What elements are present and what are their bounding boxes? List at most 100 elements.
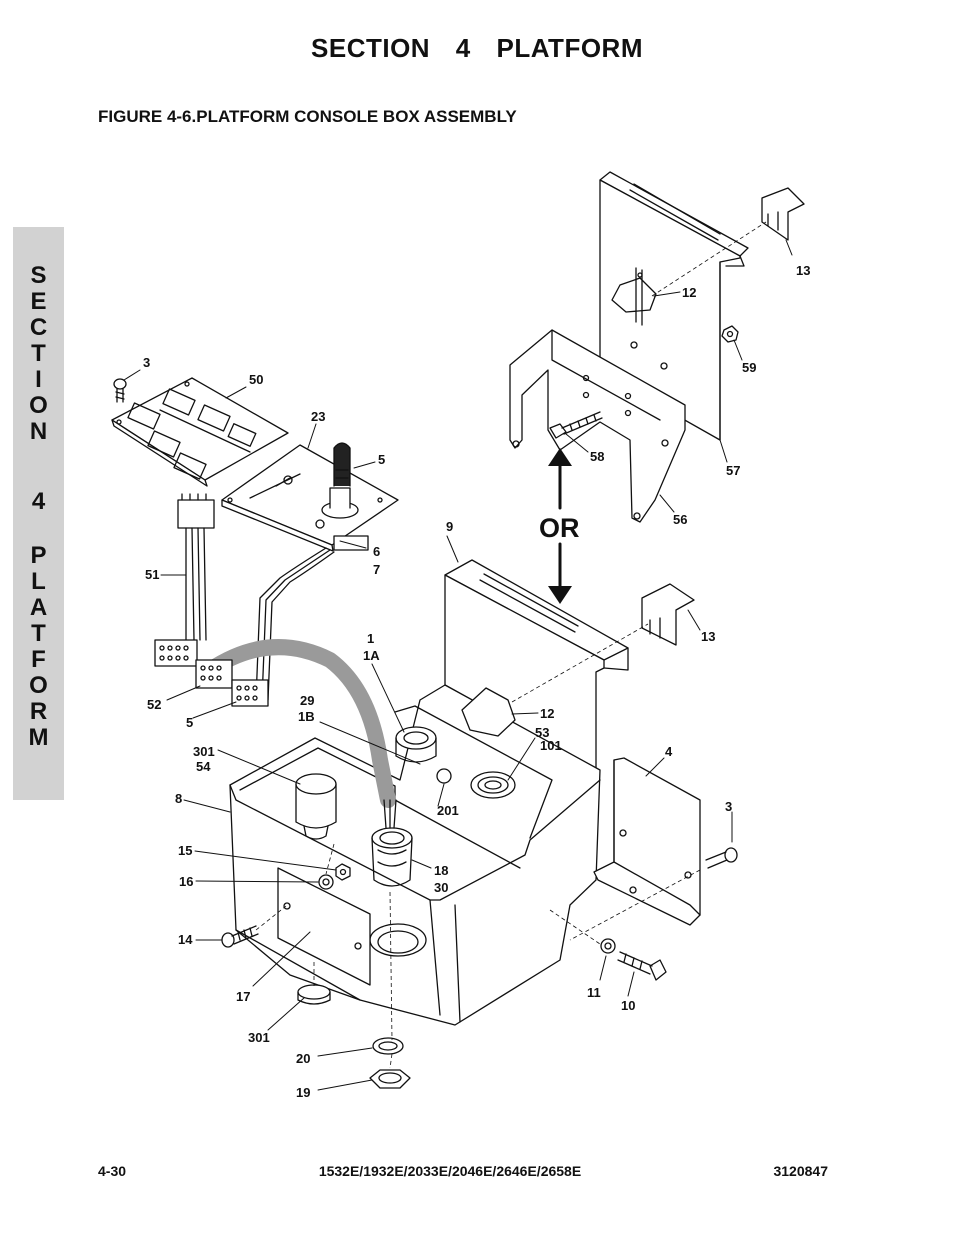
section-title: SECTION 4 PLATFORM [311,33,643,63]
callout-label: 11 [587,985,601,1000]
callout-label: 6 [373,544,380,559]
harness-tube [202,639,396,808]
callout-label: 56 [673,512,687,527]
callout-label: 201 [437,803,459,818]
callout-label: 4 [665,744,673,759]
indicator-201 [436,768,452,784]
nut-19 [369,1069,411,1089]
switch-301 [295,773,337,840]
callout-label: 13 [701,629,715,644]
callout-label: 301 [248,1030,270,1045]
side-tab-letter: L [31,568,46,595]
connector-18 [371,827,413,887]
side-tab-letter: T [31,340,46,367]
connector-5 [231,679,269,707]
side-tab-letter: R [29,698,48,725]
side-tab-letter: T [31,620,46,647]
callout-label: 9 [446,519,453,534]
side-tab-letter: C [29,314,48,341]
callout-label: 5 [186,715,193,730]
screw-3-right [705,847,738,869]
side-tab-letter: S [30,262,47,289]
clip-13-lower [641,583,695,646]
callout-label: 18 [434,863,448,878]
side-tab-letter: M [28,724,49,751]
callout-label: 5 [378,452,385,467]
callout-label: 14 [178,932,193,947]
knob-12-lower [461,687,516,737]
callout-label: 1A [363,648,380,663]
page-number: 4-30 [98,1163,127,1179]
callout-label: 1 [367,631,374,646]
callout-label: 10 [621,998,635,1013]
side-tab-letter: N [29,418,48,445]
callout-label: 1B [298,709,315,724]
nut-15 [335,863,351,881]
model-list: 1532E/1932E/2033E/2046E/2646E/2658E [318,1163,582,1179]
callout-label: 30 [434,880,448,895]
joystick-plate-23 [221,444,399,552]
u-bracket-56 [509,329,686,523]
section-side-tab: S E C T I O N 4 P L A T F O R M [13,227,64,800]
joystick-harness [255,547,335,701]
callout-label: 50 [249,372,263,387]
callout-label: 23 [311,409,325,424]
callout-label: 58 [590,449,604,464]
washer-20 [372,1037,404,1055]
leader-lines [123,239,793,1091]
side-tab-letter: P [30,542,47,569]
assembly-centerlines [255,221,767,1069]
connector-52 [195,659,233,689]
side-tab-letter: F [31,646,46,673]
callout-label: 54 [196,759,211,774]
bracket-4 [593,757,701,926]
callout-label: 3 [143,355,150,370]
callout-label: 53 [535,725,549,740]
bolt-10 [617,951,667,981]
connector-pins [383,799,397,829]
lock-ring-301 [297,984,331,1005]
callout-label: 52 [147,697,161,712]
callout-label: 8 [175,791,182,806]
harness-51 [154,493,215,667]
side-tab-letter: 4 [31,488,46,515]
side-tab-letter: O [29,392,48,419]
side-tab-letter: O [29,672,48,699]
joystick-5 [321,442,359,519]
nut-59 [721,325,739,343]
screw-14 [221,925,259,948]
callout-label: 17 [236,989,250,1004]
callout-label: 19 [296,1085,310,1100]
washer-16 [318,874,334,890]
side-tab-letter: I [35,366,42,393]
control-panel-50 [111,377,289,487]
callout-label: 13 [796,263,810,278]
lock-washer-11 [600,938,616,954]
grommet-1 [395,726,437,763]
document-number: 3120847 [773,1163,828,1179]
or-label: OR [539,513,580,543]
side-tab-letter: E [30,288,47,315]
bolt-58 [549,411,603,439]
callout-label: 51 [145,567,159,582]
callout-label: 59 [742,360,756,375]
callout-label: 16 [179,874,193,889]
callout-label: 29 [300,693,314,708]
callout-label: 3 [725,799,732,814]
figure-title: FIGURE 4-6.PLATFORM CONSOLE BOX ASSEMBLY [98,107,517,126]
callout-label: 7 [373,562,380,577]
callout-label: 101 [540,738,562,753]
callout-label: 12 [682,285,696,300]
callout-label: 57 [726,463,740,478]
horn-53 [470,771,516,799]
callout-label: 12 [540,706,554,721]
clip-13-upper [761,187,805,241]
callout-label: 20 [296,1051,310,1066]
cover-plate-17 [277,867,371,986]
callout-label: 15 [178,843,192,858]
screw-3-left [113,378,127,403]
knob-12-upper [611,267,657,326]
side-tab-letter: A [29,594,48,621]
callout-label: 301 [193,744,215,759]
